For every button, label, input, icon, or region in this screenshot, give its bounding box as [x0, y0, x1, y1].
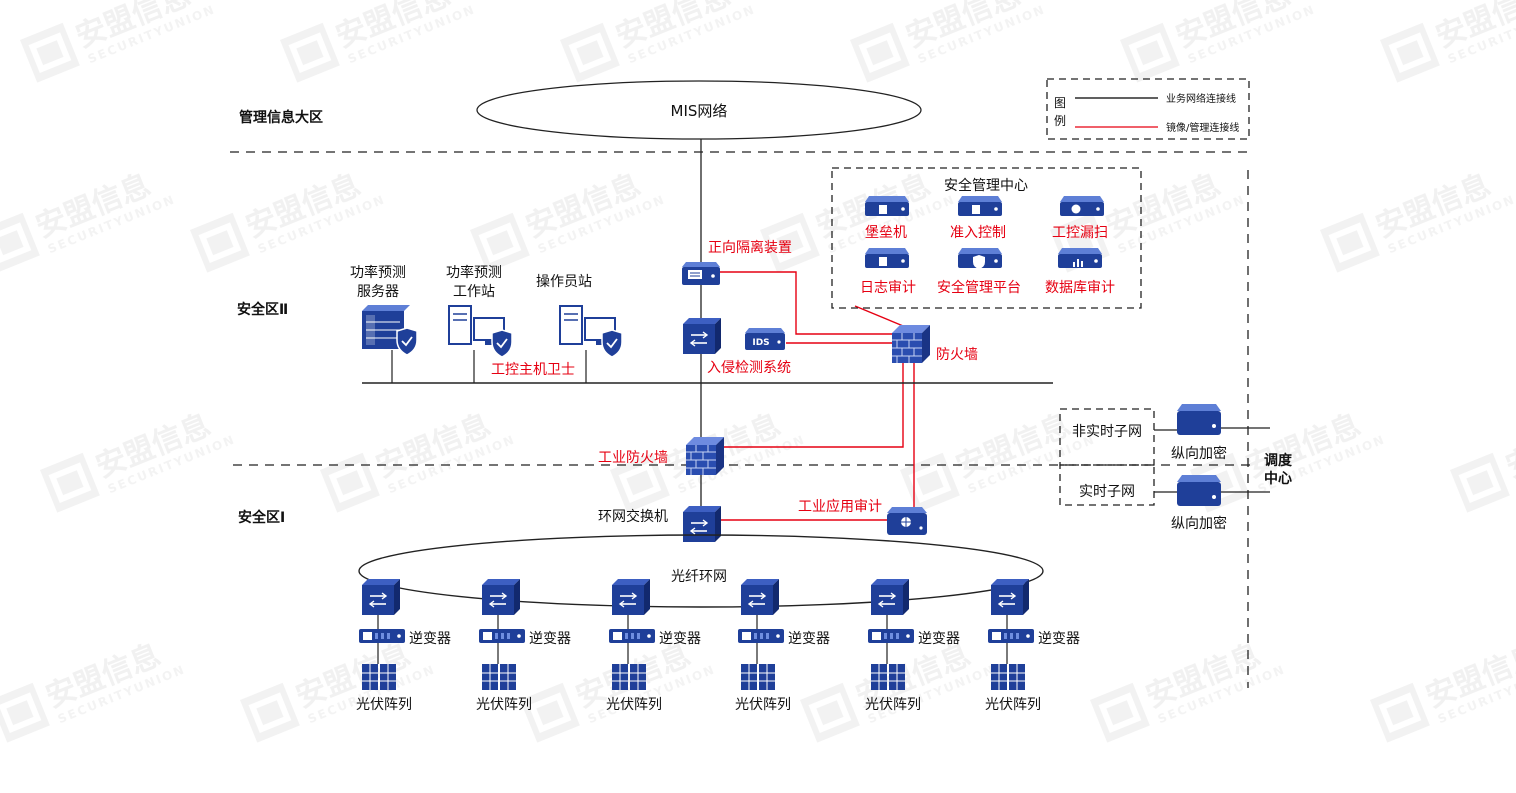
inverter-label: 逆变器 — [659, 631, 701, 647]
pv-array-device[interactable] — [482, 664, 516, 690]
ring-node-switch[interactable] — [612, 579, 650, 615]
realtime-subnet: 实时子网 — [1060, 465, 1180, 505]
security-center-title: 安全管理中心 — [944, 177, 1028, 194]
pv-array-label: 光伏阵列 — [865, 697, 921, 713]
security-mgmt-platform[interactable]: 安全管理平台 — [937, 248, 1021, 296]
realtime-label: 实时子网 — [1079, 484, 1135, 500]
pv-array-label: 光伏阵列 — [985, 697, 1041, 713]
inverter-device[interactable] — [609, 629, 655, 643]
firewall[interactable] — [892, 325, 930, 363]
ids-badge: IDS — [752, 338, 769, 348]
zone2-core-switch[interactable] — [683, 318, 721, 354]
zone-label-zone2: 安全区Ⅱ — [237, 301, 288, 318]
legend-title-1: 图 — [1054, 96, 1066, 110]
ring-node-switch[interactable] — [362, 579, 400, 615]
forward-isolation-label: 正向隔离装置 — [708, 239, 792, 256]
ics-vuln-scanner-label: 工控漏扫 — [1052, 225, 1108, 241]
non-realtime-label: 非实时子网 — [1072, 424, 1142, 440]
mirror-lines — [718, 272, 914, 520]
legend: 图 例 业务网络连接线 镜像/管理连接线 — [1047, 79, 1249, 139]
firewall-label: 防火墙 — [936, 347, 978, 363]
ring-switch-label: 环网交换机 — [598, 508, 668, 525]
zone-label-mis: 管理信息大区 — [239, 109, 323, 126]
inverter-device[interactable] — [479, 629, 525, 643]
host-guard-label: 工控主机卫士 — [491, 362, 575, 378]
power-forecast-server-label-2: 服务器 — [357, 284, 399, 300]
operator-station[interactable]: 操作员站 — [536, 274, 622, 357]
industrial-firewall-label: 工业防火墙 — [598, 450, 668, 466]
inverter-label: 逆变器 — [788, 631, 830, 647]
fiber-ring-label: 光纤环网 — [671, 569, 727, 585]
inverter-device[interactable] — [988, 629, 1034, 643]
inverter-device[interactable] — [868, 629, 914, 643]
svg-text:安盟信息: 安盟信息 — [1501, 408, 1516, 485]
vertical-encryption-2-label: 纵向加密 — [1171, 515, 1227, 532]
power-forecast-workstation[interactable]: 功率预测 工作站 — [446, 264, 512, 357]
inverter-label: 逆变器 — [529, 631, 571, 647]
pv-array-device[interactable] — [991, 664, 1025, 690]
power-forecast-ws-label-2: 工作站 — [453, 284, 495, 300]
power-forecast-ws-label-1: 功率预测 — [446, 264, 502, 281]
access-control-label: 准入控制 — [950, 225, 1006, 241]
zone-label-dispatch-2: 中心 — [1264, 470, 1292, 487]
power-forecast-server-label-1: 功率预测 — [350, 264, 406, 281]
ring-node-switch[interactable] — [741, 579, 779, 615]
bastion-host-label: 堡垒机 — [865, 225, 907, 241]
industrial-firewall[interactable] — [686, 437, 724, 475]
zone-label-dispatch-1: 调度 — [1264, 452, 1293, 469]
pv-array-label: 光伏阵列 — [356, 697, 412, 713]
log-audit[interactable]: 日志审计 — [860, 248, 916, 296]
pv-array-label: 光伏阵列 — [606, 697, 662, 713]
mis-network-label: MIS网络 — [671, 102, 728, 120]
inverter-device[interactable] — [359, 629, 405, 643]
inverter-label: 逆变器 — [409, 631, 451, 647]
legend-title-2: 例 — [1054, 114, 1066, 128]
ring-switch[interactable] — [683, 506, 721, 542]
pv-array-device[interactable] — [741, 664, 775, 690]
legend-business-label: 业务网络连接线 — [1166, 92, 1236, 105]
database-audit-label: 数据库审计 — [1045, 280, 1115, 296]
inverter-device[interactable] — [738, 629, 784, 643]
industrial-app-audit[interactable] — [887, 507, 927, 535]
power-forecast-server[interactable]: 功率预测 服务器 — [350, 264, 417, 355]
log-audit-label: 日志审计 — [860, 280, 916, 296]
legend-mirror-label: 镜像/管理连接线 — [1166, 121, 1239, 134]
ring-node-switch[interactable] — [991, 579, 1029, 615]
access-control[interactable]: 准入控制 — [950, 196, 1006, 241]
inverter-label: 逆变器 — [918, 631, 960, 647]
pv-array-label: 光伏阵列 — [476, 697, 532, 713]
ring-node-switch[interactable] — [871, 579, 909, 615]
inverter-label: 逆变器 — [1038, 631, 1080, 647]
app-audit-label: 工业应用审计 — [798, 498, 882, 515]
ring-node-switch[interactable] — [482, 579, 520, 615]
pv-array-label: 光伏阵列 — [735, 697, 791, 713]
vertical-encryption-1-label: 纵向加密 — [1171, 445, 1227, 462]
ids-label: 入侵检测系统 — [707, 359, 791, 376]
zone-label-zone1: 安全区Ⅰ — [238, 509, 285, 526]
non-realtime-subnet: 非实时子网 — [1060, 409, 1180, 465]
security-mgmt-platform-label: 安全管理平台 — [937, 279, 1021, 296]
operator-station-label: 操作员站 — [536, 274, 592, 290]
